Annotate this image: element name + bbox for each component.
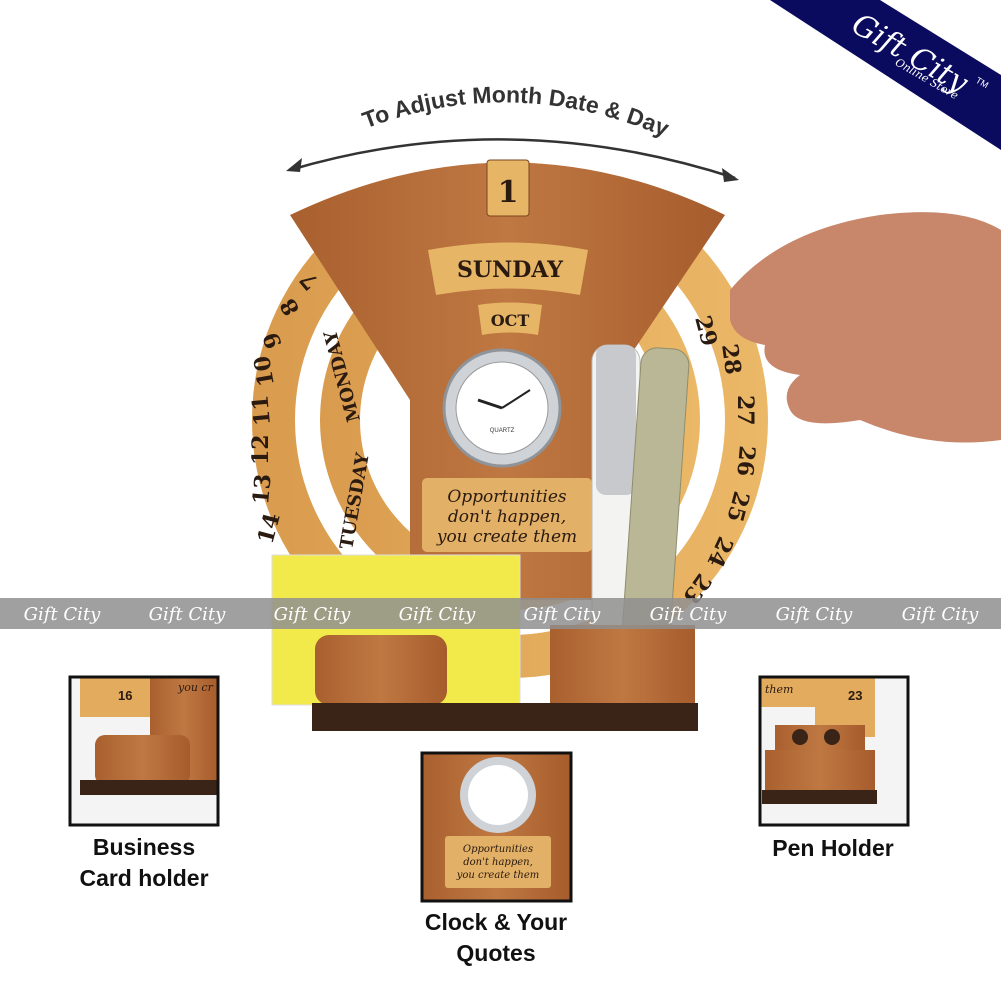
day-window bbox=[428, 242, 588, 295]
caption-line: Card holder bbox=[79, 865, 209, 891]
ring-number[interactable]: 11 bbox=[247, 394, 276, 427]
caption-line: Quotes bbox=[456, 940, 536, 966]
card-holder-front bbox=[315, 635, 447, 705]
date-window bbox=[486, 159, 530, 217]
ring-number[interactable]: 13 bbox=[248, 473, 277, 506]
inset-number: 16 bbox=[118, 688, 132, 703]
watermark-text: Gift City bbox=[776, 604, 854, 625]
inset-number: 23 bbox=[848, 688, 862, 703]
base bbox=[312, 703, 698, 731]
pen-cap bbox=[596, 345, 636, 495]
quote-line: Opportunities bbox=[447, 487, 567, 507]
clock: QUARTZ bbox=[442, 348, 562, 468]
brand-banner: Gift City TM Online Store bbox=[770, 0, 1001, 150]
watermark-text: Gift City bbox=[274, 604, 352, 625]
watermark-strip bbox=[0, 598, 1001, 629]
quote-plaque bbox=[422, 478, 592, 552]
ring-number[interactable]: 27 bbox=[732, 395, 758, 426]
arrow-right-head bbox=[722, 168, 739, 182]
pen-holder bbox=[550, 625, 695, 705]
arrow-left-head bbox=[286, 158, 302, 172]
watermark-text: Gift City bbox=[650, 604, 728, 625]
month-value: OCT bbox=[491, 311, 530, 330]
caption-line: Business bbox=[92, 834, 196, 860]
inset-business-card: 16 you cr bbox=[68, 675, 220, 827]
day-value: SUNDAY bbox=[457, 257, 563, 283]
ring-number[interactable]: 12 bbox=[248, 434, 274, 465]
caption-business-card: Business Card holder bbox=[44, 832, 244, 894]
watermark-text: Gift City bbox=[24, 604, 102, 625]
ring-number[interactable]: 10 bbox=[249, 354, 280, 389]
headline: To Adjust Month Date & Day bbox=[359, 81, 673, 141]
ring-number[interactable]: 26 bbox=[731, 444, 760, 477]
inset-snippet: you cr bbox=[177, 681, 214, 694]
hand bbox=[730, 212, 1001, 443]
inset-quote-line: don't happen, bbox=[463, 857, 533, 868]
watermark-text: Gift City bbox=[524, 604, 602, 625]
watermark-text: Gift City bbox=[399, 604, 477, 625]
caption-clock-quotes: Clock & Your Quotes bbox=[396, 907, 596, 969]
inset-quote-line: you create them bbox=[456, 870, 540, 881]
watermark-text: Gift City bbox=[902, 604, 980, 625]
clock-label: QUARTZ bbox=[490, 428, 515, 434]
date-value: 1 bbox=[498, 175, 519, 210]
inset-quote-line: Opportunities bbox=[463, 844, 533, 855]
ring-number[interactable]: 28 bbox=[716, 342, 746, 376]
quote-line: you create them bbox=[436, 527, 577, 547]
caption-pen-holder: Pen Holder bbox=[733, 833, 933, 864]
caption-line: Pen Holder bbox=[772, 835, 894, 861]
month-window bbox=[478, 302, 542, 335]
inset-snippet: them bbox=[765, 683, 793, 696]
adjust-arrow-icon bbox=[289, 138, 736, 180]
ring-number[interactable]: 14 bbox=[253, 510, 286, 546]
caption-line: Clock & Your bbox=[424, 909, 568, 935]
watermark-text: Gift City bbox=[149, 604, 227, 625]
inset-pen-holder: them 23 bbox=[758, 675, 910, 827]
inset-clock-quote: Opportunities don't happen, you create t… bbox=[420, 751, 573, 903]
quote-line: don't happen, bbox=[448, 507, 566, 527]
